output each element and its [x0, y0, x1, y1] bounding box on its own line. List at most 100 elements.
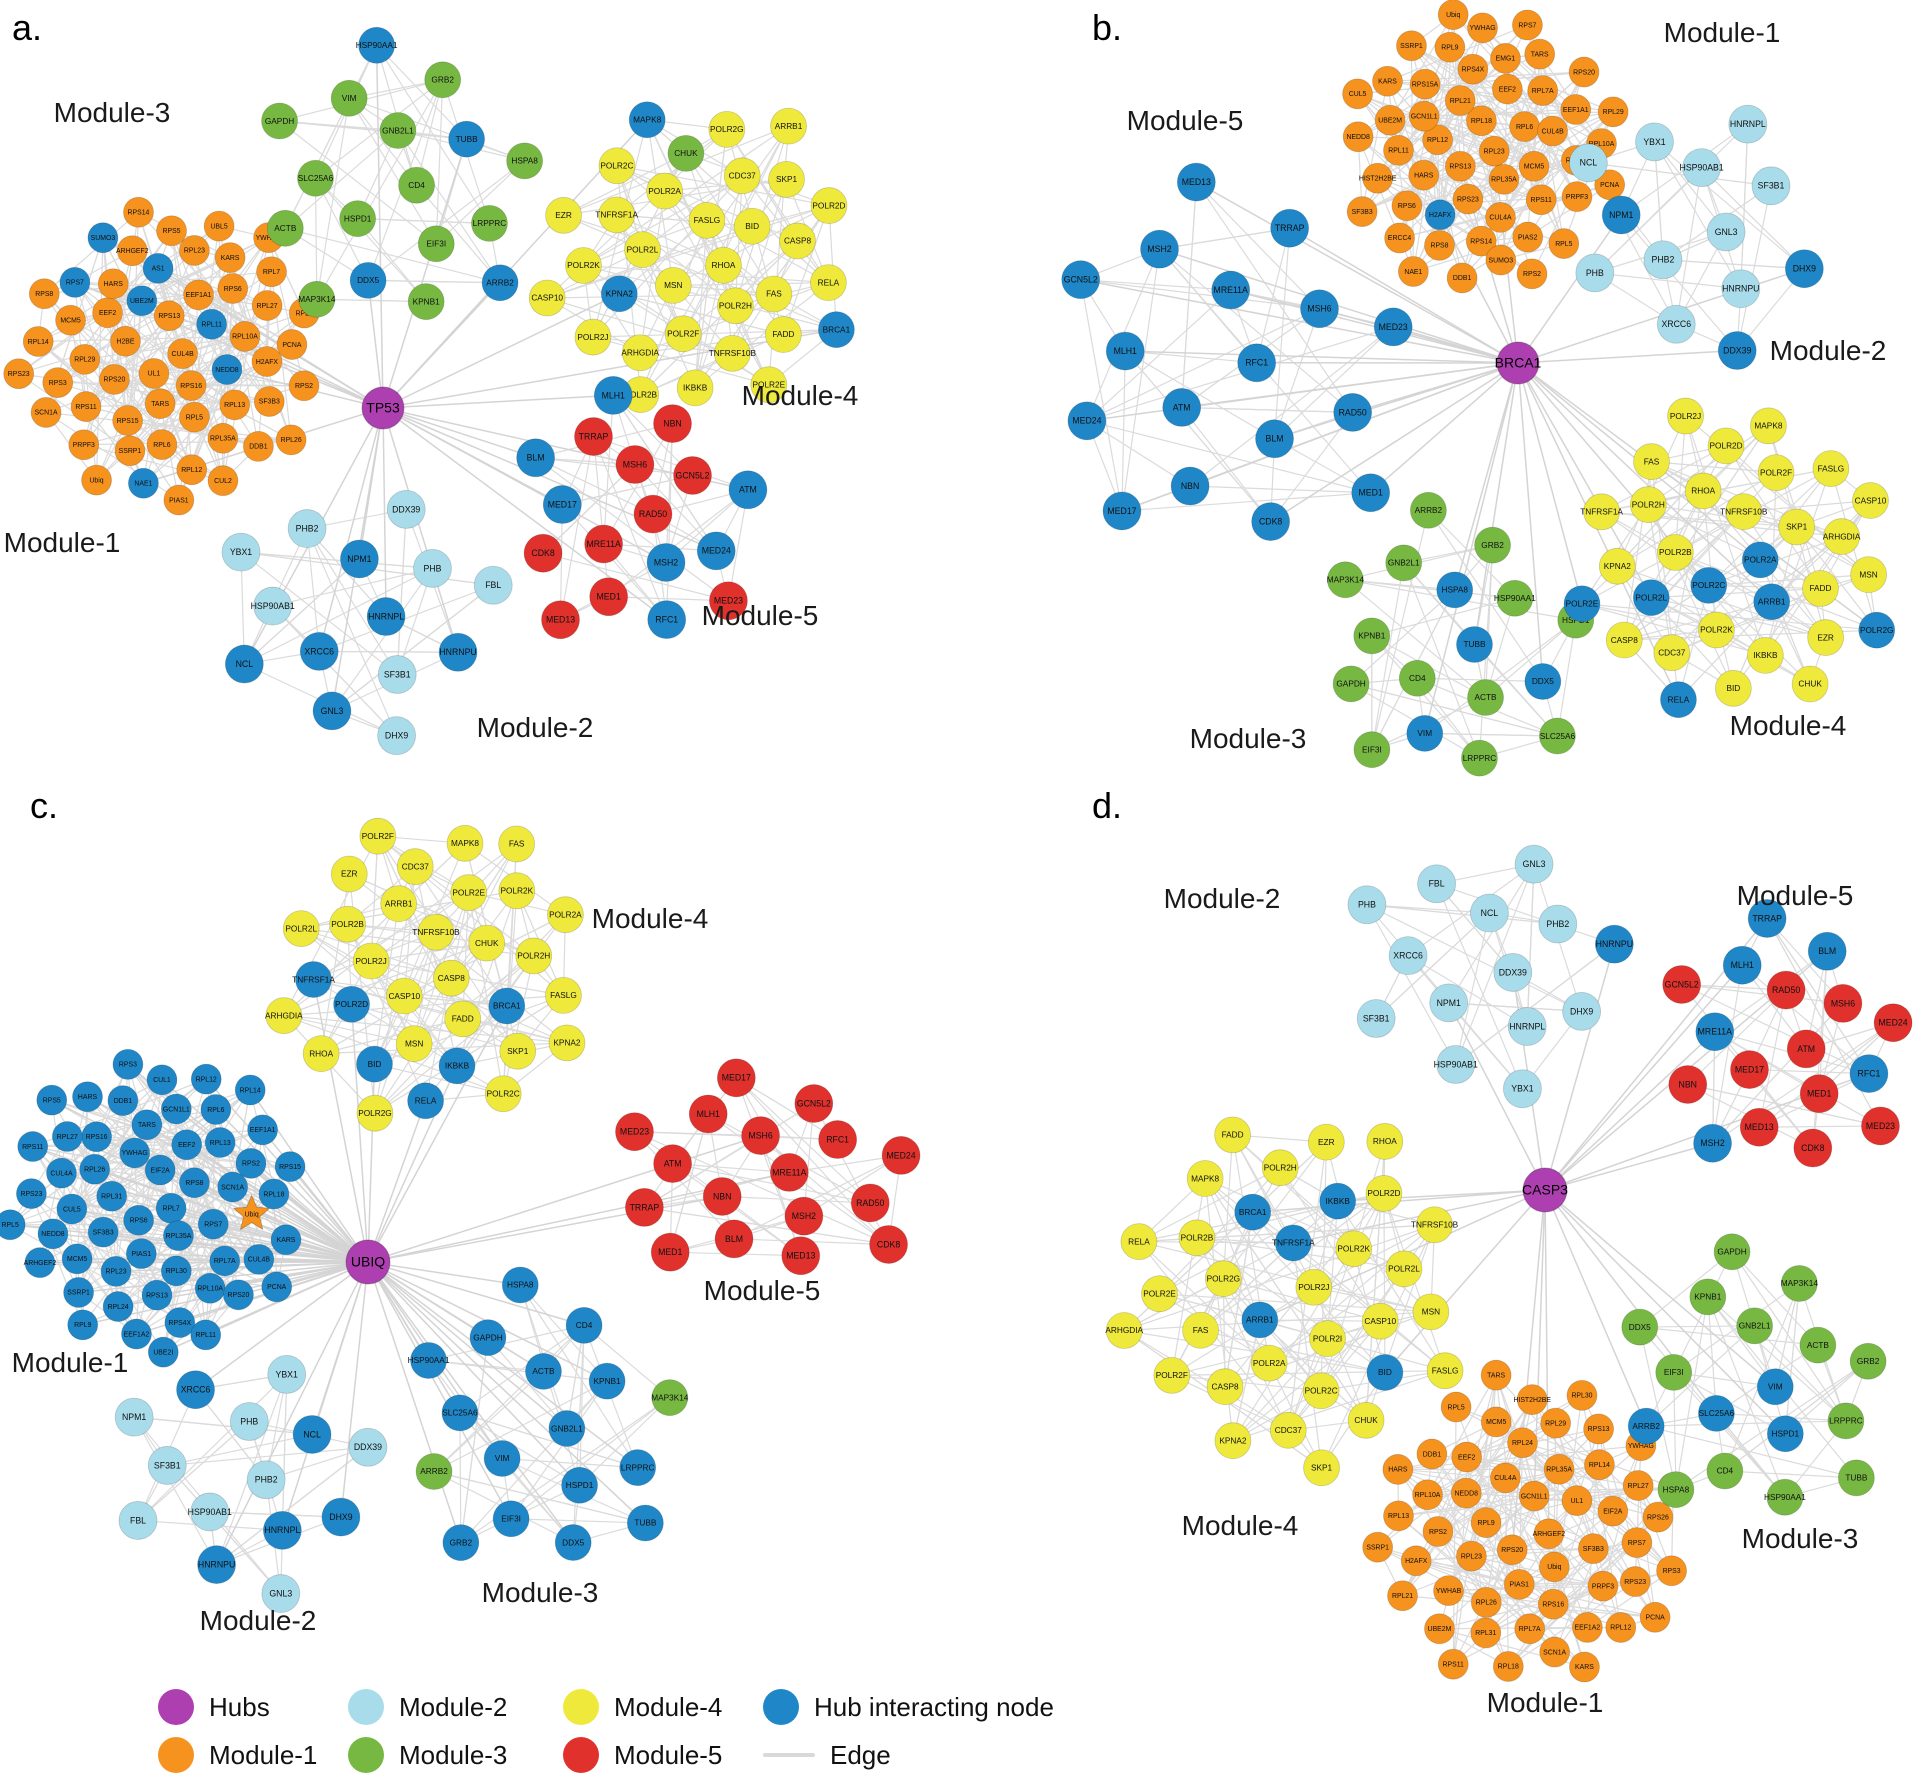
node-MCM5[interactable]: MCM5 [1518, 150, 1550, 182]
node-HARS[interactable]: HARS [1408, 159, 1440, 191]
node-POLR2C[interactable]: POLR2C [1690, 566, 1728, 604]
node-LRPPRC[interactable]: LRPPRC [471, 204, 508, 242]
hub-UBIQ[interactable]: UBIQ [345, 1239, 391, 1285]
node-RFC1[interactable]: RFC1 [1849, 1054, 1889, 1093]
node-BLM[interactable]: BLM [1255, 419, 1294, 459]
node-EIF3I[interactable]: EIF3I [417, 225, 455, 263]
node-MED24[interactable]: MED24 [1873, 1003, 1913, 1043]
node-RELA[interactable]: RELA [1120, 1223, 1158, 1261]
node-GRB2[interactable]: GRB2 [424, 61, 462, 99]
node-GAPDH[interactable]: GAPDH [1332, 665, 1370, 703]
node-GNL3[interactable]: GNL3 [1706, 212, 1746, 252]
node-POLR2G[interactable]: POLR2G [356, 1094, 394, 1132]
node-CDK8[interactable]: CDK8 [1251, 502, 1291, 541]
node-RPL29[interactable]: RPL29 [1597, 96, 1629, 128]
node-RPL9[interactable]: RPL9 [1470, 1507, 1502, 1538]
node-XRCC6[interactable]: XRCC6 [299, 631, 339, 671]
node-NCL[interactable]: NCL [224, 644, 264, 684]
node-CASP10[interactable]: CASP10 [1852, 482, 1889, 519]
node-CHUK[interactable]: CHUK [1791, 665, 1829, 703]
node-MSH2[interactable]: MSH2 [1140, 229, 1179, 269]
node-GRB2[interactable]: GRB2 [1474, 526, 1511, 564]
node-LRPPRC[interactable]: LRPPRC [619, 1449, 657, 1486]
node-FADD[interactable]: FADD [1802, 570, 1839, 607]
node-RPS11[interactable]: RPS11 [17, 1131, 49, 1162]
node-MLH1[interactable]: MLH1 [1722, 945, 1762, 985]
node-RPL24[interactable]: RPL24 [102, 1291, 134, 1322]
node-DHX9[interactable]: DHX9 [321, 1497, 361, 1537]
node-UBL5[interactable]: UBL5 [203, 210, 235, 242]
node-NEDD8[interactable]: NEDD8 [1342, 121, 1374, 153]
node-EZR[interactable]: EZR [1807, 619, 1845, 656]
node-PHB2[interactable]: PHB2 [246, 1460, 286, 1500]
node-RPL21[interactable]: RPL21 [1387, 1580, 1418, 1612]
node-DDX39[interactable]: DDX39 [348, 1427, 388, 1467]
node-POLR2F[interactable]: POLR2F [664, 315, 702, 353]
node-DDX5[interactable]: DDX5 [1524, 663, 1562, 700]
node-RPL21[interactable]: RPL21 [1444, 85, 1476, 116]
node-CUL4B[interactable]: CUL4B [167, 338, 199, 370]
node-CDK8[interactable]: CDK8 [869, 1225, 908, 1264]
node-HARS[interactable]: HARS [72, 1081, 103, 1113]
node-RPS7[interactable]: RPS7 [1621, 1527, 1653, 1558]
node-SF3B1[interactable]: SF3B1 [377, 655, 417, 694]
node-RHOA[interactable]: RHOA [302, 1035, 340, 1073]
node-CDC37[interactable]: CDC37 [396, 848, 434, 885]
node-RPL7A[interactable]: RPL7A [1514, 1613, 1546, 1645]
node-BLM[interactable]: BLM [1807, 931, 1847, 971]
node-POLR2E[interactable]: POLR2E [1141, 1275, 1178, 1313]
node-CASP10[interactable]: CASP10 [385, 977, 423, 1015]
node-RPL6[interactable]: RPL6 [146, 429, 178, 461]
node-RPL12[interactable]: RPL12 [190, 1063, 222, 1095]
node-KARS[interactable]: KARS [1569, 1651, 1600, 1683]
node-RPS2[interactable]: RPS2 [235, 1148, 267, 1179]
node-BID[interactable]: BID [733, 207, 771, 245]
node-SLC25A6[interactable]: SLC25A6 [297, 159, 334, 197]
node-KPNA2[interactable]: KPNA2 [600, 275, 638, 313]
node-YWHAG[interactable]: YWHAG [119, 1137, 151, 1169]
node-BRCA1[interactable]: BRCA1 [817, 311, 855, 349]
node-RPL7[interactable]: RPL7 [256, 256, 287, 288]
node-RPS4X[interactable]: RPS4X [1457, 53, 1489, 85]
node-VIM[interactable]: VIM [1406, 714, 1444, 752]
node-CD4[interactable]: CD4 [565, 1306, 603, 1344]
node-POLR2K[interactable]: POLR2K [1698, 611, 1735, 649]
node-ATM[interactable]: ATM [1162, 388, 1202, 427]
node-MSN[interactable]: MSN [654, 266, 692, 304]
node-GAPDH[interactable]: GAPDH [1713, 1233, 1751, 1271]
node-RHOA[interactable]: RHOA [1684, 472, 1722, 510]
node-POLR2D[interactable]: POLR2D [1707, 427, 1745, 465]
node-BRCA1[interactable]: BRCA1 [1234, 1193, 1272, 1231]
node-MSH6[interactable]: MSH6 [1823, 984, 1863, 1023]
node-POLR2J[interactable]: POLR2J [1667, 397, 1704, 435]
node-HNRNPL[interactable]: HNRNPL [262, 1510, 302, 1550]
node-RPL30[interactable]: RPL30 [160, 1255, 192, 1287]
node-MED13[interactable]: MED13 [1176, 162, 1216, 202]
node-RPL11[interactable]: RPL11 [190, 1319, 222, 1351]
node-HIST2H2BE[interactable]: HIST2H2BE [1513, 1384, 1551, 1416]
node-SSRP1[interactable]: SSRP1 [1396, 30, 1427, 62]
hub-TP53[interactable]: TP53 [361, 386, 405, 430]
node-MSH2[interactable]: MSH2 [784, 1196, 824, 1236]
node-IKBKB[interactable]: IKBKB [438, 1047, 476, 1085]
node-MED1[interactable]: MED1 [1799, 1074, 1839, 1114]
node-SLC25A6[interactable]: SLC25A6 [1539, 717, 1576, 755]
node-RHOA[interactable]: RHOA [1366, 1123, 1404, 1160]
hub-CASP3[interactable]: CASP3 [1522, 1167, 1568, 1213]
node-MSN[interactable]: MSN [1850, 556, 1888, 594]
node-NPM1[interactable]: NPM1 [340, 539, 379, 579]
node-KPNB1[interactable]: KPNB1 [588, 1362, 626, 1400]
node-POLR2H[interactable]: POLR2H [1261, 1149, 1299, 1187]
node-DDB1[interactable]: DDB1 [1446, 262, 1478, 294]
node-POLR2G[interactable]: POLR2G [1204, 1260, 1242, 1298]
node-RPS14[interactable]: RPS14 [123, 196, 154, 228]
node-MED24[interactable]: MED24 [881, 1136, 921, 1175]
node-ARRB1[interactable]: ARRB1 [380, 885, 418, 923]
node-ACTB[interactable]: ACTB [266, 209, 304, 247]
node-Ubiq[interactable]: Ubiq [1437, 0, 1469, 31]
node-MSH2[interactable]: MSH2 [1693, 1123, 1732, 1163]
node-RPS16[interactable]: RPS16 [1537, 1588, 1569, 1620]
node-BID[interactable]: BID [1366, 1354, 1404, 1391]
node-SCN1A[interactable]: SCN1A [30, 397, 62, 428]
node-RPL14[interactable]: RPL14 [234, 1074, 266, 1106]
